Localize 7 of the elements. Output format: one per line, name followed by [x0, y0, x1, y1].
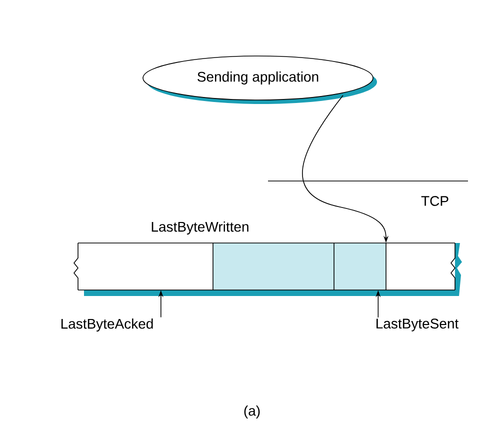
buffer-drawing [73, 242, 462, 296]
pointer-label: LastByteWritten [152, 221, 248, 235]
pointer-label: LastByteAcked [61, 318, 153, 332]
layer-label: TCP [421, 196, 448, 206]
pointer-label: LastByteSent [376, 318, 459, 332]
caption: (a) [244, 405, 260, 419]
ellipse-node: Sending application [142, 56, 377, 104]
